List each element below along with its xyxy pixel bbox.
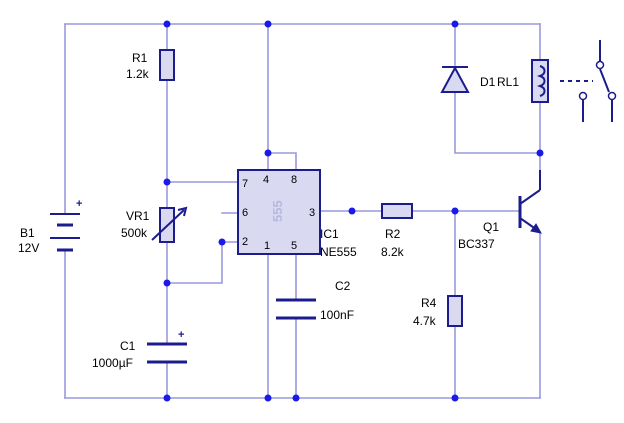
relay-contact xyxy=(578,91,588,101)
relay-switch-blade xyxy=(599,68,610,93)
battery-ref-label: B1 xyxy=(20,226,35,240)
resistor-body xyxy=(381,203,413,219)
ic-555-timer: 555 7 4 8 6 3 2 1 5 IC1 NE555 xyxy=(237,169,357,259)
ic1-ref-label: IC1 xyxy=(320,227,339,241)
capacitor-c1: + C1 1000µF xyxy=(92,329,187,370)
node xyxy=(264,20,272,28)
wire-diode-bottom xyxy=(454,91,541,154)
ic-pin-2: 2 xyxy=(242,236,248,248)
rl1-ref-label: RL1 xyxy=(497,75,519,89)
r1-ref-label: R1 xyxy=(132,51,148,65)
resistor-r4: R4 4.7k xyxy=(413,295,463,328)
junctions xyxy=(163,20,544,402)
wire-pin6 xyxy=(166,241,223,284)
relay-rl1: D1 RL1 xyxy=(480,40,617,122)
q1-value-label: BC337 xyxy=(458,237,495,251)
node xyxy=(163,178,171,186)
r2-value-label: 8.2k xyxy=(381,245,405,259)
battery-value-label: 12V xyxy=(18,241,39,255)
node xyxy=(292,394,300,402)
ic-body xyxy=(237,169,321,255)
q1-ref-label: Q1 xyxy=(483,220,499,234)
ic-body-mark: 555 xyxy=(270,200,285,222)
node xyxy=(218,238,226,246)
resistor-r1: R1 1.2k xyxy=(126,49,175,81)
node xyxy=(163,20,171,28)
ic-pin-1: 1 xyxy=(264,240,270,252)
transistor-q1: Q1 BC337 xyxy=(458,170,542,251)
node xyxy=(264,394,272,402)
relay-coil-winding xyxy=(536,65,546,97)
c1-plus-sign: + xyxy=(178,329,184,341)
transistor-emitter-arrow xyxy=(530,223,542,234)
variable-resistor-arrowhead xyxy=(177,206,188,217)
capacitor-c2: C2 100nF xyxy=(276,279,354,322)
ic-pin-8: 8 xyxy=(291,174,297,186)
relay-contact xyxy=(607,91,617,101)
variable-resistor-arrow xyxy=(151,209,185,241)
r2-ref-label: R2 xyxy=(385,227,401,241)
node xyxy=(536,149,544,157)
node xyxy=(451,207,459,215)
c2-value-label: 100nF xyxy=(320,308,354,322)
c1-ref-label: C1 xyxy=(120,339,136,353)
resistor-body xyxy=(159,49,175,81)
d1-ref-label: D1 xyxy=(480,75,496,89)
variable-resistor-vr1: VR1 500k xyxy=(121,206,188,243)
battery-plus-sign: + xyxy=(76,198,82,210)
resistor-body xyxy=(447,295,463,327)
resistor-r2: R2 8.2k xyxy=(381,203,413,259)
node xyxy=(163,279,171,287)
vr1-value-label: 500k xyxy=(121,226,148,240)
r1-value-label: 1.2k xyxy=(126,67,150,81)
diode-d1 xyxy=(440,65,470,93)
node xyxy=(264,149,272,157)
ic-pin-5: 5 xyxy=(291,240,297,252)
battery-b1: + B1 12V xyxy=(18,198,82,255)
vr1-ref-label: VR1 xyxy=(126,209,150,223)
transistor-collector xyxy=(519,189,541,205)
wire-pin8 xyxy=(267,152,297,171)
relay-contact xyxy=(595,60,605,70)
node xyxy=(451,394,459,402)
ic-pin-4: 4 xyxy=(263,174,269,186)
c2-ref-label: C2 xyxy=(335,279,351,293)
ic-pin-3: 3 xyxy=(309,207,315,219)
ic-pin-6: 6 xyxy=(242,207,248,219)
r4-value-label: 4.7k xyxy=(413,314,437,328)
r4-ref-label: R4 xyxy=(421,296,437,310)
node xyxy=(163,394,171,402)
node xyxy=(451,20,459,28)
diode-triangle xyxy=(440,65,470,93)
c1-value-label: 1000µF xyxy=(92,356,133,370)
ic-pin-7: 7 xyxy=(242,178,248,190)
node xyxy=(348,207,356,215)
ic1-value-label: NE555 xyxy=(320,245,357,259)
